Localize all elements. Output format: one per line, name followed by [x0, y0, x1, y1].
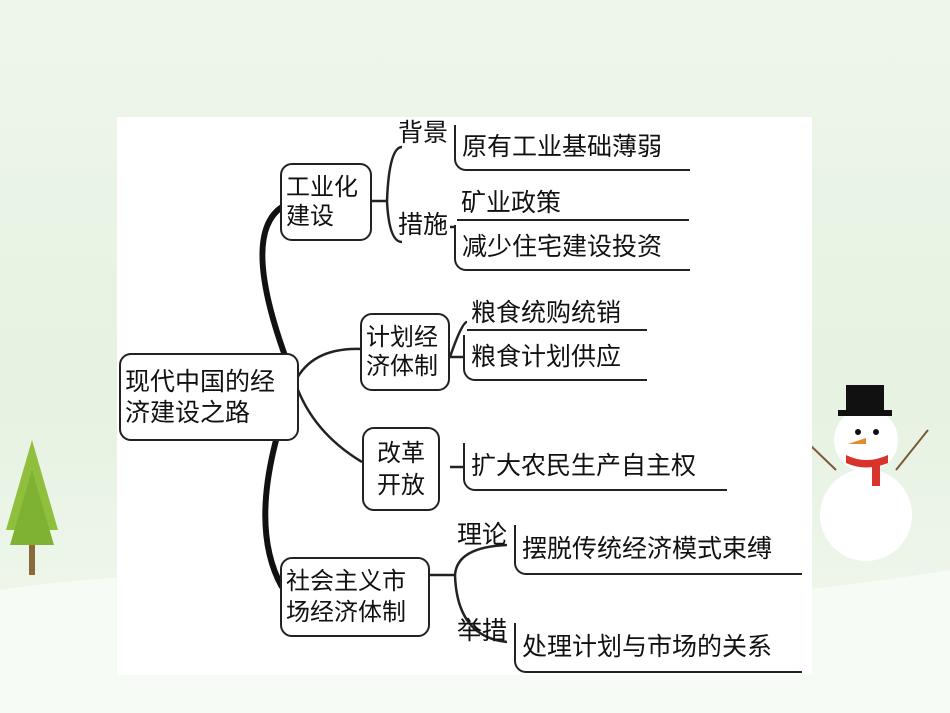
item-plan-market: 处理计划与市场的关系: [514, 623, 802, 673]
tree-icon: [6, 440, 58, 575]
sub-background-label: 背景: [398, 118, 449, 147]
item-grain-purchase-underline: [467, 329, 647, 331]
root-node: 现代中国的经济建设之路: [119, 353, 299, 441]
item-break-old-model-text: 摆脱传统经济模式束缚: [522, 534, 773, 563]
item-farmer-autonomy: 扩大农民生产自主权: [463, 443, 727, 491]
item-reduce-housing-text: 减少住宅建设投资: [462, 232, 663, 261]
mindmap-panel: 现代中国的经济建设之路 工业化建设 背景 原有工业基础薄弱 措施 矿业政策 减少…: [117, 117, 812, 675]
sub-measures-label: 措施: [398, 210, 449, 239]
item-grain-supply-text: 粮食计划供应: [471, 342, 622, 371]
item-farmer-autonomy-text: 扩大农民生产自主权: [471, 451, 697, 480]
branch-reform-label: 改革开放: [377, 439, 425, 499]
branch-market-economy: 社会主义市场经济体制: [280, 557, 430, 637]
sub-theory-label: 理论: [457, 520, 508, 549]
branch-industrialization-label: 工业化建设: [286, 173, 358, 230]
connector-lines: [259, 145, 508, 644]
item-reduce-housing: 减少住宅建设投资: [454, 225, 690, 271]
root-label: 现代中国的经济建设之路: [125, 367, 276, 427]
item-grain-supply: 粮食计划供应: [463, 335, 647, 381]
sub-actions-label: 举措: [457, 616, 508, 645]
snowman-icon: [809, 385, 929, 561]
branch-planned-economy: 计划经济体制: [360, 313, 450, 391]
item-weak-industry-text: 原有工业基础薄弱: [462, 132, 663, 161]
branch-industrialization: 工业化建设: [280, 163, 372, 241]
item-mining-underline: [457, 219, 689, 221]
item-grain-purchase: 粮食统购统销: [471, 298, 622, 327]
branch-planned-economy-label: 计划经济体制: [366, 323, 438, 380]
item-plan-market-text: 处理计划与市场的关系: [522, 632, 773, 661]
branch-reform: 改革开放: [362, 427, 440, 511]
item-weak-industry: 原有工业基础薄弱: [454, 125, 690, 171]
branch-market-economy-label: 社会主义市场经济体制: [286, 567, 406, 626]
item-break-old-model: 摆脱传统经济模式束缚: [514, 525, 802, 575]
item-mining-policy: 矿业政策: [461, 188, 562, 217]
